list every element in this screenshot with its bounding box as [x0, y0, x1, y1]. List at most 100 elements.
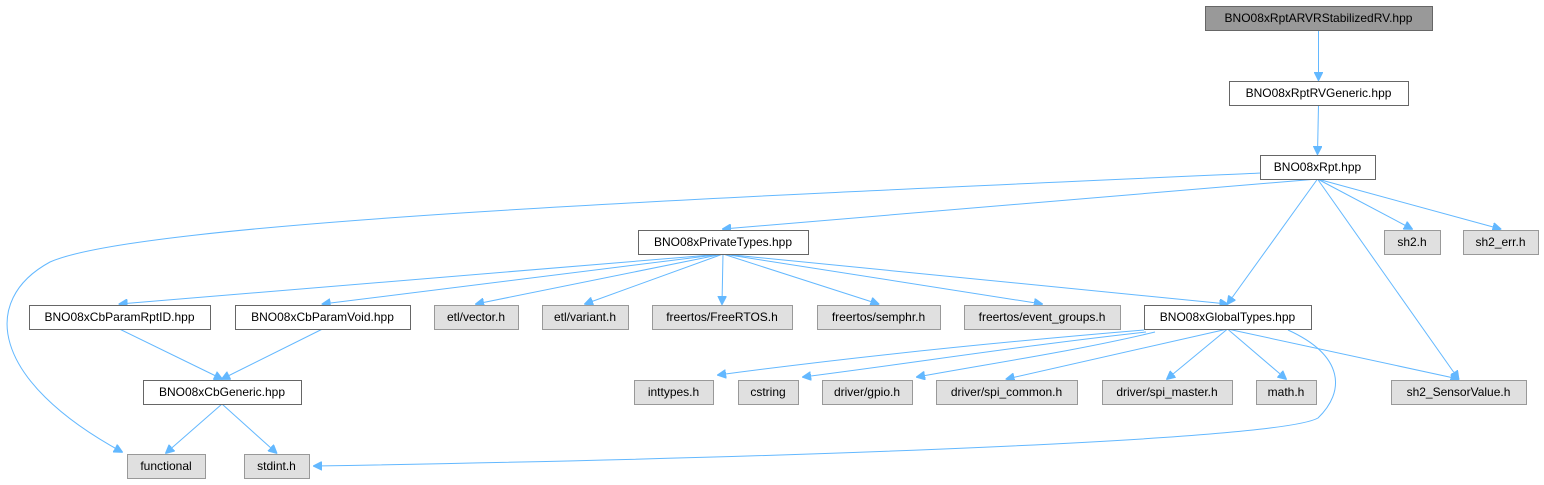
node-box-math	[1256, 380, 1317, 405]
node-cbrptid[interactable]: BNO08xCbParamRptID.hpp	[29, 305, 211, 330]
node-label-spimaster: driver/spi_master.h	[1116, 385, 1217, 399]
node-label-cbvoid: BNO08xCbParamVoid.hpp	[251, 310, 394, 324]
node-box-global	[1144, 305, 1312, 330]
edge-rvgeneric-to-rpt	[1318, 104, 1319, 154]
node-label-cstring: cstring	[750, 385, 785, 399]
edge-global-to-stdint	[314, 329, 1337, 466]
node-box-etlvector	[434, 305, 519, 330]
edge-rpt-to-sh2	[1317, 178, 1413, 229]
node-semphr: freertos/semphr.h	[817, 305, 941, 330]
node-rpt[interactable]: BNO08xRpt.hpp	[1260, 155, 1376, 180]
node-label-global: BNO08xGlobalTypes.hpp	[1160, 310, 1296, 324]
node-cstring: cstring	[738, 380, 799, 405]
edge-private-to-cbrptid	[120, 253, 724, 304]
node-rvgeneric[interactable]: BNO08xRptRVGeneric.hpp	[1229, 81, 1409, 106]
edge-global-to-spicommon	[1007, 328, 1228, 379]
node-label-private: BNO08xPrivateTypes.hpp	[654, 235, 792, 249]
node-sh2: sh2.h	[1384, 230, 1441, 255]
node-box-sensorvalue	[1391, 380, 1527, 405]
node-box-functional	[127, 454, 206, 479]
node-global[interactable]: BNO08xGlobalTypes.hpp	[1144, 305, 1312, 330]
node-label-eventgroups: freertos/event_groups.h	[979, 310, 1106, 324]
node-box-inttypes	[634, 380, 714, 405]
edge-private-to-freertos	[722, 253, 723, 304]
node-root[interactable]: BNO08xRptARVRStabilizedRV.hpp	[1205, 6, 1433, 31]
node-label-functional: functional	[140, 459, 191, 473]
node-box-semphr	[817, 305, 941, 330]
edge-global-to-spimaster	[1167, 328, 1228, 379]
node-label-rvgeneric: BNO08xRptRVGeneric.hpp	[1246, 86, 1392, 100]
node-spimaster: driver/spi_master.h	[1102, 380, 1233, 405]
edge-rpt-to-functional	[6, 172, 1263, 452]
edge-private-to-cbvoid	[323, 253, 724, 304]
node-box-rvgeneric	[1229, 81, 1409, 106]
edge-global-to-sensorvalue	[1227, 328, 1459, 379]
node-label-semphr: freertos/semphr.h	[832, 310, 925, 324]
edge-private-to-global	[722, 253, 1228, 304]
edge-rpt-to-sensorvalue	[1317, 178, 1459, 379]
node-label-etlvariant: etl/variant.h	[554, 310, 616, 324]
node-math: math.h	[1256, 380, 1317, 405]
edge-private-to-semphr	[722, 253, 879, 304]
node-label-sh2err: sh2_err.h	[1475, 235, 1525, 249]
node-freertos: freertos/FreeRTOS.h	[652, 305, 793, 330]
node-box-stdint	[244, 454, 310, 479]
node-spicommon: driver/spi_common.h	[936, 380, 1078, 405]
node-box-sh2	[1384, 230, 1441, 255]
node-label-gpio: driver/gpio.h	[834, 385, 900, 399]
node-label-cbgeneric: BNO08xCbGeneric.hpp	[159, 385, 285, 399]
node-box-etlvariant	[542, 305, 629, 330]
node-box-private	[638, 230, 809, 255]
node-label-sensorvalue: sh2_SensorValue.h	[1407, 385, 1511, 399]
edge-private-to-eventgroups	[722, 253, 1042, 304]
nodes-layer: BNO08xRptARVRStabilizedRV.hppBNO08xRptRV…	[29, 6, 1539, 479]
node-sh2err: sh2_err.h	[1463, 230, 1539, 255]
node-private[interactable]: BNO08xPrivateTypes.hpp	[638, 230, 809, 255]
node-gpio: driver/gpio.h	[822, 380, 913, 405]
node-box-sh2err	[1463, 230, 1539, 255]
node-eventgroups: freertos/event_groups.h	[964, 305, 1121, 330]
node-label-spicommon: driver/spi_common.h	[951, 385, 1062, 399]
node-cbvoid[interactable]: BNO08xCbParamVoid.hpp	[235, 305, 411, 330]
edge-global-to-gpio	[917, 331, 1156, 377]
node-box-cstring	[738, 380, 799, 405]
node-inttypes: inttypes.h	[634, 380, 714, 405]
node-box-cbrptid	[29, 305, 211, 330]
edge-rpt-to-global	[1228, 178, 1318, 304]
edge-global-to-cstring	[803, 331, 1147, 377]
node-box-cbgeneric	[143, 380, 302, 405]
node-label-rpt: BNO08xRpt.hpp	[1274, 160, 1362, 174]
edge-rpt-to-sh2err	[1317, 178, 1501, 229]
node-stdint: stdint.h	[244, 454, 310, 479]
node-box-spicommon	[936, 380, 1078, 405]
node-label-freertos: freertos/FreeRTOS.h	[666, 310, 778, 324]
edge-private-to-etlvariant	[585, 253, 724, 304]
node-cbgeneric[interactable]: BNO08xCbGeneric.hpp	[143, 380, 302, 405]
node-etlvariant: etl/variant.h	[542, 305, 629, 330]
node-box-freertos	[652, 305, 793, 330]
edge-global-to-inttypes	[718, 329, 1145, 375]
node-box-rpt	[1260, 155, 1376, 180]
node-box-cbvoid	[235, 305, 411, 330]
edge-rpt-to-private	[723, 178, 1318, 229]
edge-private-to-etlvector	[476, 253, 724, 304]
edges-layer	[6, 30, 1501, 466]
node-label-sh2: sh2.h	[1397, 235, 1426, 249]
node-functional: functional	[127, 454, 206, 479]
node-label-stdint: stdint.h	[257, 459, 296, 473]
edge-cbgeneric-to-functional	[166, 403, 223, 453]
edge-cbgeneric-to-stdint	[221, 403, 277, 453]
node-label-math: math.h	[1268, 385, 1305, 399]
node-box-root	[1205, 6, 1433, 31]
node-box-spimaster	[1102, 380, 1233, 405]
node-sensorvalue: sh2_SensorValue.h	[1391, 380, 1527, 405]
node-label-etlvector: etl/vector.h	[447, 310, 505, 324]
node-box-eventgroups	[964, 305, 1121, 330]
node-box-gpio	[822, 380, 913, 405]
node-label-root: BNO08xRptARVRStabilizedRV.hpp	[1225, 11, 1413, 25]
node-label-cbrptid: BNO08xCbParamRptID.hpp	[44, 310, 194, 324]
edge-cbrptid-to-cbgeneric	[119, 328, 223, 379]
edge-global-to-math	[1227, 328, 1287, 379]
edge-cbvoid-to-cbgeneric	[222, 328, 323, 379]
